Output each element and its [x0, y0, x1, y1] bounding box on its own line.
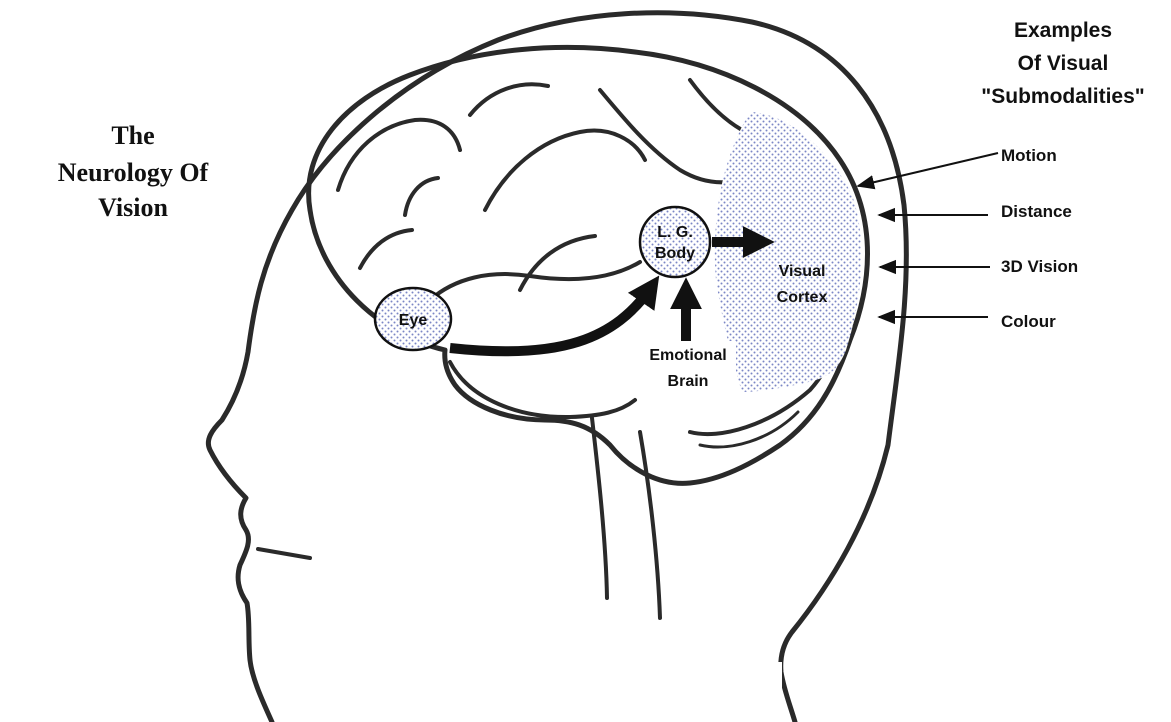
motion-pointer-line: [858, 153, 998, 186]
lg-body-label-line-2: Body: [655, 245, 695, 262]
brainstem-left: [592, 418, 607, 598]
lg-body-node: L. G. Body: [640, 207, 710, 277]
visual-cortex-region: [715, 112, 862, 392]
title-line-3: Vision: [98, 193, 168, 222]
sulcus-6: [520, 236, 595, 290]
submodality-colour: Colour: [1001, 312, 1056, 331]
sulcus-4: [470, 84, 548, 115]
eye-to-lgbody-arrow: [450, 286, 652, 351]
title-line-1: The: [111, 121, 154, 150]
mouth-line: [258, 549, 310, 558]
temporal-lobe-line: [450, 362, 635, 417]
examples-header-line-2: Of Visual: [1018, 52, 1109, 75]
emotional-brain-label-line-1: Emotional: [649, 347, 726, 364]
examples-header-line-3: "Submodalities": [981, 85, 1144, 108]
lg-body-circle: [640, 207, 710, 277]
title-line-2: Neurology Of: [58, 158, 209, 187]
eye-label: Eye: [399, 312, 428, 329]
submodality-motion: Motion: [1001, 146, 1057, 165]
bottom-white-block: [467, 662, 782, 722]
eye-node: Eye: [375, 288, 451, 350]
sulcus-5: [485, 131, 645, 210]
examples-header: Examples Of Visual "Submodalities": [981, 19, 1144, 108]
examples-header-line-1: Examples: [1014, 19, 1112, 42]
emotional-brain-box: Emotional Brain: [638, 341, 736, 397]
submodality-distance: Distance: [1001, 202, 1072, 221]
lg-body-label-line-1: L. G.: [657, 224, 693, 241]
submodality-list: Motion Distance 3D Vision Colour: [1001, 146, 1078, 331]
sulcus-3: [360, 230, 412, 268]
sulcus-2: [405, 178, 438, 215]
visual-cortex-label-line-2: Cortex: [777, 289, 828, 306]
emotional-brain-label-line-2: Brain: [668, 373, 709, 390]
visual-cortex-label-line-1: Visual: [779, 263, 826, 280]
diagram-title: The Neurology Of Vision: [58, 121, 209, 222]
brainstem-right: [640, 432, 660, 618]
submodality-3d-vision: 3D Vision: [1001, 257, 1078, 276]
